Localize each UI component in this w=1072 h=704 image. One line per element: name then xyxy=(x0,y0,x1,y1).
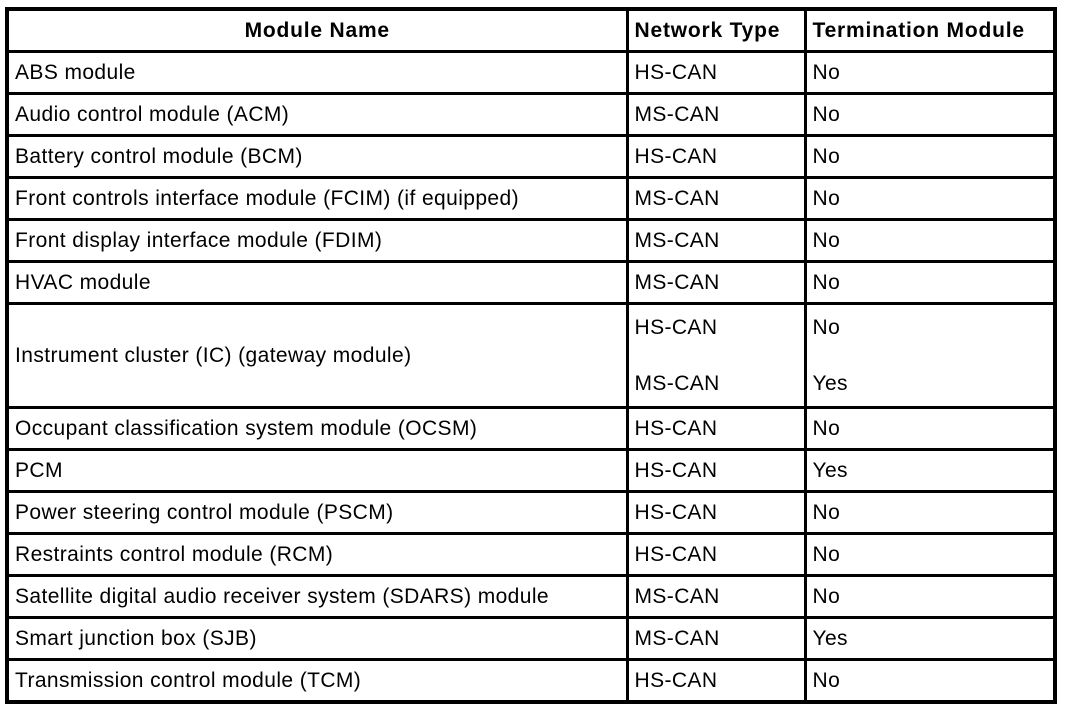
termination-cell: No xyxy=(803,92,1057,137)
network-type-value: MS-CAN xyxy=(634,371,720,395)
network-type-dual-values: HS-CAN MS-CAN xyxy=(635,316,798,396)
module-name-cell: Transmission control module (TCM) xyxy=(5,658,629,704)
network-type-cell: HS-CAN xyxy=(625,406,807,451)
module-name-cell: Front controls interface module (FCIM) (… xyxy=(5,176,629,221)
module-name-cell: Audio control module (ACM) xyxy=(5,92,629,137)
module-name-cell: ABS module xyxy=(5,50,629,95)
table-row: Power steering control module (PSCM) HS-… xyxy=(5,490,1057,535)
termination-cell: Yes xyxy=(803,448,1057,493)
termination-value: Yes xyxy=(812,371,848,395)
network-type-cell: HS-CAN xyxy=(625,490,807,535)
table-row: Audio control module (ACM) MS-CAN No xyxy=(5,92,1057,137)
table-row-instrument-cluster: Instrument cluster (IC) (gateway module)… xyxy=(5,302,1057,409)
termination-cell: Yes xyxy=(803,616,1057,661)
network-type-cell: MS-CAN xyxy=(625,574,807,619)
termination-cell: No xyxy=(803,490,1057,535)
module-name-cell: Instrument cluster (IC) (gateway module) xyxy=(5,302,629,409)
module-name-cell: Restraints control module (RCM) xyxy=(5,532,629,577)
termination-cell: No xyxy=(803,260,1057,305)
network-type-value: HS-CAN xyxy=(634,315,718,339)
table-row: Transmission control module (TCM) HS-CAN… xyxy=(5,658,1057,704)
module-name-cell: Battery control module (BCM) xyxy=(5,134,629,179)
termination-cell: No xyxy=(803,50,1057,95)
table-row: HVAC module MS-CAN No xyxy=(5,260,1057,305)
header-module-name: Module Name xyxy=(5,7,629,53)
termination-cell: No xyxy=(803,406,1057,451)
table-row: ABS module HS-CAN No xyxy=(5,50,1057,95)
header-termination-module: Termination Module xyxy=(803,7,1057,53)
network-type-cell: MS-CAN xyxy=(625,260,807,305)
module-name-cell: Front display interface module (FDIM) xyxy=(5,218,629,263)
network-type-cell: MS-CAN xyxy=(625,616,807,661)
termination-cell: No xyxy=(803,176,1057,221)
header-network-type: Network Type xyxy=(625,7,807,53)
table-header-row: Module Name Network Type Termination Mod… xyxy=(5,7,1057,53)
module-network-table: Module Name Network Type Termination Mod… xyxy=(5,7,1057,704)
termination-value: No xyxy=(812,315,841,339)
termination-cell: No xyxy=(803,134,1057,179)
network-type-cell: HS-CAN xyxy=(625,134,807,179)
module-name-cell: Power steering control module (PSCM) xyxy=(5,490,629,535)
table-row: Restraints control module (RCM) HS-CAN N… xyxy=(5,532,1057,577)
module-name-cell: PCM xyxy=(5,448,629,493)
termination-cell: No xyxy=(803,658,1057,704)
module-name-cell: HVAC module xyxy=(5,260,629,305)
table-row: Battery control module (BCM) HS-CAN No xyxy=(5,134,1057,179)
network-type-cell: MS-CAN xyxy=(625,92,807,137)
termination-cell: No Yes xyxy=(803,302,1057,409)
table-row: Satellite digital audio receiver system … xyxy=(5,574,1057,619)
network-type-cell: HS-CAN xyxy=(625,448,807,493)
table-row: Front display interface module (FDIM) MS… xyxy=(5,218,1057,263)
network-type-cell: HS-CAN xyxy=(625,50,807,95)
module-name-cell: Satellite digital audio receiver system … xyxy=(5,574,629,619)
network-type-cell: MS-CAN xyxy=(625,218,807,263)
table-row: Front controls interface module (FCIM) (… xyxy=(5,176,1057,221)
table-row: Occupant classification system module (O… xyxy=(5,406,1057,451)
network-type-cell: MS-CAN xyxy=(625,176,807,221)
network-type-cell: HS-CAN xyxy=(625,658,807,704)
table-row: PCM HS-CAN Yes xyxy=(5,448,1057,493)
table-row: Smart junction box (SJB) MS-CAN Yes xyxy=(5,616,1057,661)
termination-cell: No xyxy=(803,574,1057,619)
module-name-cell: Smart junction box (SJB) xyxy=(5,616,629,661)
termination-cell: No xyxy=(803,532,1057,577)
termination-dual-values: No Yes xyxy=(813,316,1048,396)
network-type-cell: HS-CAN xyxy=(625,532,807,577)
termination-cell: No xyxy=(803,218,1057,263)
module-name-cell: Occupant classification system module (O… xyxy=(5,406,629,451)
network-type-cell: HS-CAN MS-CAN xyxy=(625,302,807,409)
